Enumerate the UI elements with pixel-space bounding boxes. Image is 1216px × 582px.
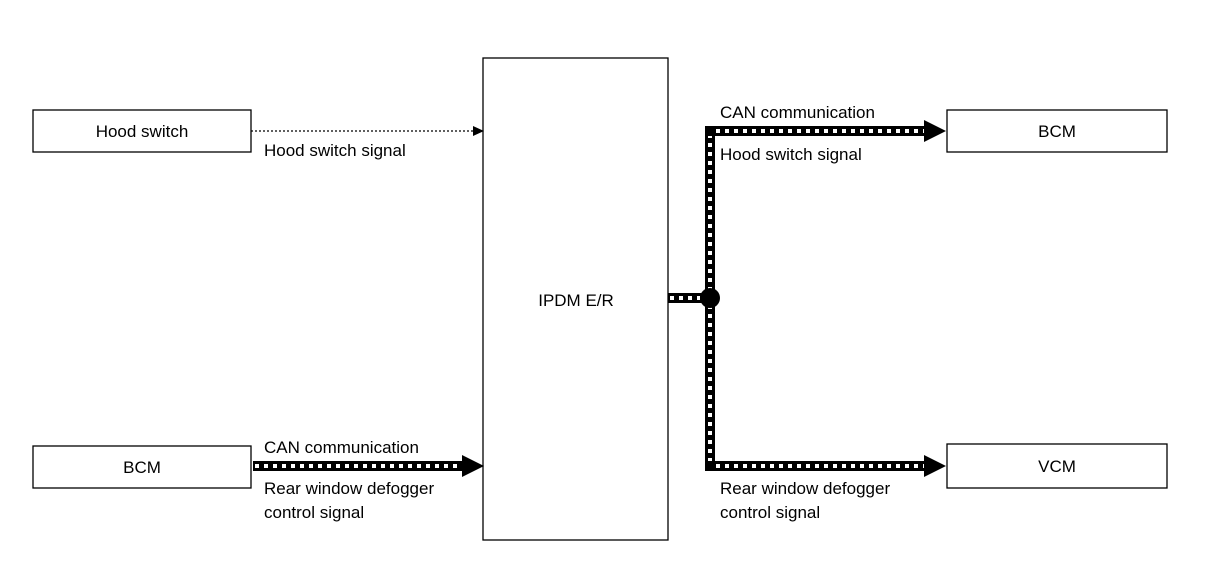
vcm-block: VCM [946,443,1168,489]
right-hood-signal-label: Hood switch signal [720,145,862,164]
right-can-label: CAN communication [720,103,875,122]
left-can-line [253,455,484,477]
right-can-lines [668,120,946,477]
arrow-head-icon [462,455,484,477]
hood-switch-block: Hood switch [32,109,252,153]
vcm-label: VCM [1038,457,1076,476]
arrow-head-icon [473,126,484,136]
bcm-left-block: BCM [32,445,252,489]
right-defogger-label-1: Rear window defogger [720,479,890,498]
left-can-label: CAN communication [264,438,419,457]
arrow-head-icon [924,120,946,142]
hood-switch-label: Hood switch [96,122,189,141]
hood-switch-signal-line [251,126,484,136]
right-defogger-label-2: control signal [720,503,820,522]
left-defogger-label-1: Rear window defogger [264,479,434,498]
bcm-right-block: BCM [946,109,1168,153]
bcm-right-label: BCM [1038,122,1076,141]
arrow-head-icon [924,455,946,477]
ipdm-block: IPDM E/R [482,57,669,541]
bcm-left-label: BCM [123,458,161,477]
ipdm-label: IPDM E/R [538,291,614,310]
hood-switch-signal-label: Hood switch signal [264,141,406,160]
left-defogger-label-2: control signal [264,503,364,522]
junction-dot [700,288,720,308]
